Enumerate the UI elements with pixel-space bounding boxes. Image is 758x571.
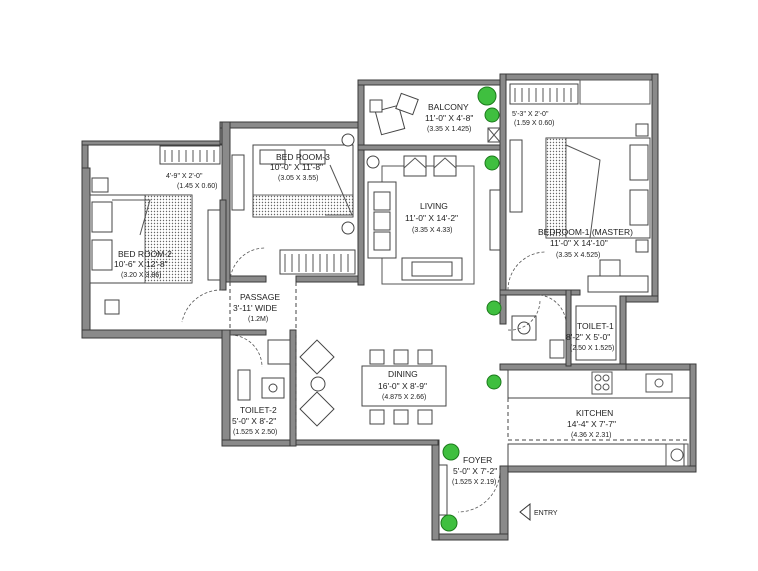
bed3-metric: (3.05 X 3.55) xyxy=(278,175,318,182)
toilet2-name: TOILET-2 xyxy=(240,405,277,415)
master-name: BEDROOM-1 (MASTER) xyxy=(538,227,633,237)
plants xyxy=(440,86,502,532)
passage-name: PASSAGE xyxy=(240,292,280,302)
balcony-dim: 11'-0" X 4'-8" xyxy=(425,113,473,123)
lounge-chair xyxy=(299,339,335,375)
wardrobe1-metric: (1.59 X 0.60) xyxy=(514,120,554,127)
balcony-metric: (3.35 X 1.425) xyxy=(427,126,471,133)
kitchen-name: KITCHEN xyxy=(576,408,613,418)
bed3-dim: 10'-0" X 11'-8" xyxy=(270,162,323,172)
dining-table xyxy=(361,365,447,407)
wardrobe-1 xyxy=(509,83,579,105)
room-labels: BALCONY 11'-0" X 4'-8" (3.35 X 1.425) BE… xyxy=(114,102,633,486)
dining-dim: 16'-0" X 8'-9" xyxy=(378,381,427,391)
toilet1-name: TOILET-1 xyxy=(577,321,614,331)
plant-icon xyxy=(484,107,500,123)
toilet2-metric: (1.525 X 2.50) xyxy=(233,429,277,436)
living-metric: (3.35 X 4.33) xyxy=(412,227,452,234)
wardrobe2-metric: (1.45 X 0.60) xyxy=(177,183,217,190)
plant-icon xyxy=(442,443,460,461)
wardrobe1-dim: 5'-3" X 2'-0" xyxy=(512,111,549,118)
living-name: LIVING xyxy=(420,201,448,211)
master-dim: 11'-0" X 14'-10" xyxy=(550,238,608,248)
kitchen-dim: 14'-4" X 7'-7" xyxy=(567,419,616,429)
passage-metric: (1.2M) xyxy=(248,316,268,323)
plant-icon xyxy=(440,514,458,532)
living-dim: 11'-0" X 14'-2" xyxy=(405,213,458,223)
toilet1-metric: (2.50 X 1.525) xyxy=(570,345,614,352)
entry-arrow-icon xyxy=(519,502,531,522)
plant-icon xyxy=(486,300,502,316)
balcony-name: BALCONY xyxy=(428,102,469,112)
kitchen-metric: (4.36 X 2.31) xyxy=(571,432,611,439)
bed2-metric: (3.20 X 3.86) xyxy=(121,272,161,279)
doors xyxy=(181,247,690,513)
foyer-metric: (1.525 X 2.19) xyxy=(452,479,496,486)
toilet1-dim: 8'-2" X 5'-0" xyxy=(566,332,610,342)
wardrobe2-dim: 4'-9" X 2'-0" xyxy=(166,173,203,180)
entry-label: ENTRY xyxy=(534,510,558,517)
bed3-name: BED ROOM-3 xyxy=(276,152,330,162)
passage-dim: 3'-11' WIDE xyxy=(233,303,278,313)
dining-name: DINING xyxy=(388,369,418,379)
dining-metric: (4.875 X 2.66) xyxy=(382,394,426,401)
balcony-chair xyxy=(374,104,406,136)
wardrobe-2 xyxy=(159,145,221,165)
bed2-dim: 10'-6" X 12'-8" xyxy=(114,259,168,269)
master-metric: (3.35 X 4.525) xyxy=(556,252,600,259)
foyer-name: FOYER xyxy=(463,455,492,465)
plant-icon xyxy=(477,86,497,106)
wardrobe-3 xyxy=(279,249,356,275)
plant-icon xyxy=(484,155,500,171)
foyer-dim: 5'-0" X 7'-2" xyxy=(453,466,497,476)
furniture xyxy=(89,79,691,516)
toilet2-dim: 5'-0" X 8'-2" xyxy=(232,416,276,426)
walls xyxy=(81,73,697,541)
plant-icon xyxy=(486,374,502,390)
bed2-name: BED ROOM-2 xyxy=(118,249,172,259)
